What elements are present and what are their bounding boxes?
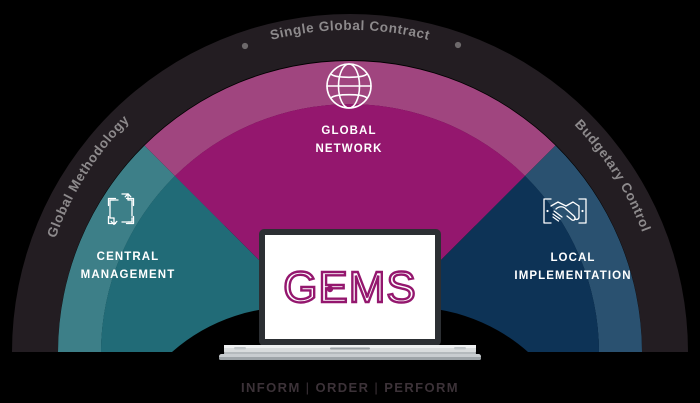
segment-labels: CENTRAL MANAGEMENT GLOBAL NETWORK LOCAL … xyxy=(81,125,631,282)
label-central-management-line1: CENTRAL xyxy=(97,251,160,263)
footer-item-order: ORDER xyxy=(315,380,370,395)
cycle-arrows-icon xyxy=(107,193,135,226)
laptop: GEMS xyxy=(219,229,481,360)
footer-tagline: INFORM | ORDER | PERFORM xyxy=(0,380,700,395)
gems-logo: GEMS xyxy=(282,262,417,313)
handshake-icon xyxy=(543,198,587,224)
dot-separator-left xyxy=(241,42,249,50)
footer-separator-1: | xyxy=(305,380,311,395)
label-local-implementation-line1: LOCAL xyxy=(550,252,595,264)
laptop-base xyxy=(219,345,481,360)
label-local-implementation-line2: IMPLEMENTATION xyxy=(514,270,631,282)
label-global-network-line1: GLOBAL xyxy=(321,125,376,137)
footer-item-inform: INFORM xyxy=(241,380,301,395)
dot-separator-right xyxy=(454,41,462,49)
gems-logo-dot xyxy=(326,285,334,293)
outer-ring xyxy=(12,14,688,352)
footer-item-perform: PERFORM xyxy=(384,380,459,395)
label-global-network-line2: NETWORK xyxy=(315,143,382,155)
gems-logo-text: GEMS xyxy=(283,263,417,312)
footer-separator-2: | xyxy=(374,380,380,395)
laptop-screen xyxy=(265,235,435,339)
label-central-management-line2: MANAGEMENT xyxy=(81,269,176,281)
globe-icon xyxy=(326,63,372,109)
inner-halo-ring xyxy=(58,60,642,352)
